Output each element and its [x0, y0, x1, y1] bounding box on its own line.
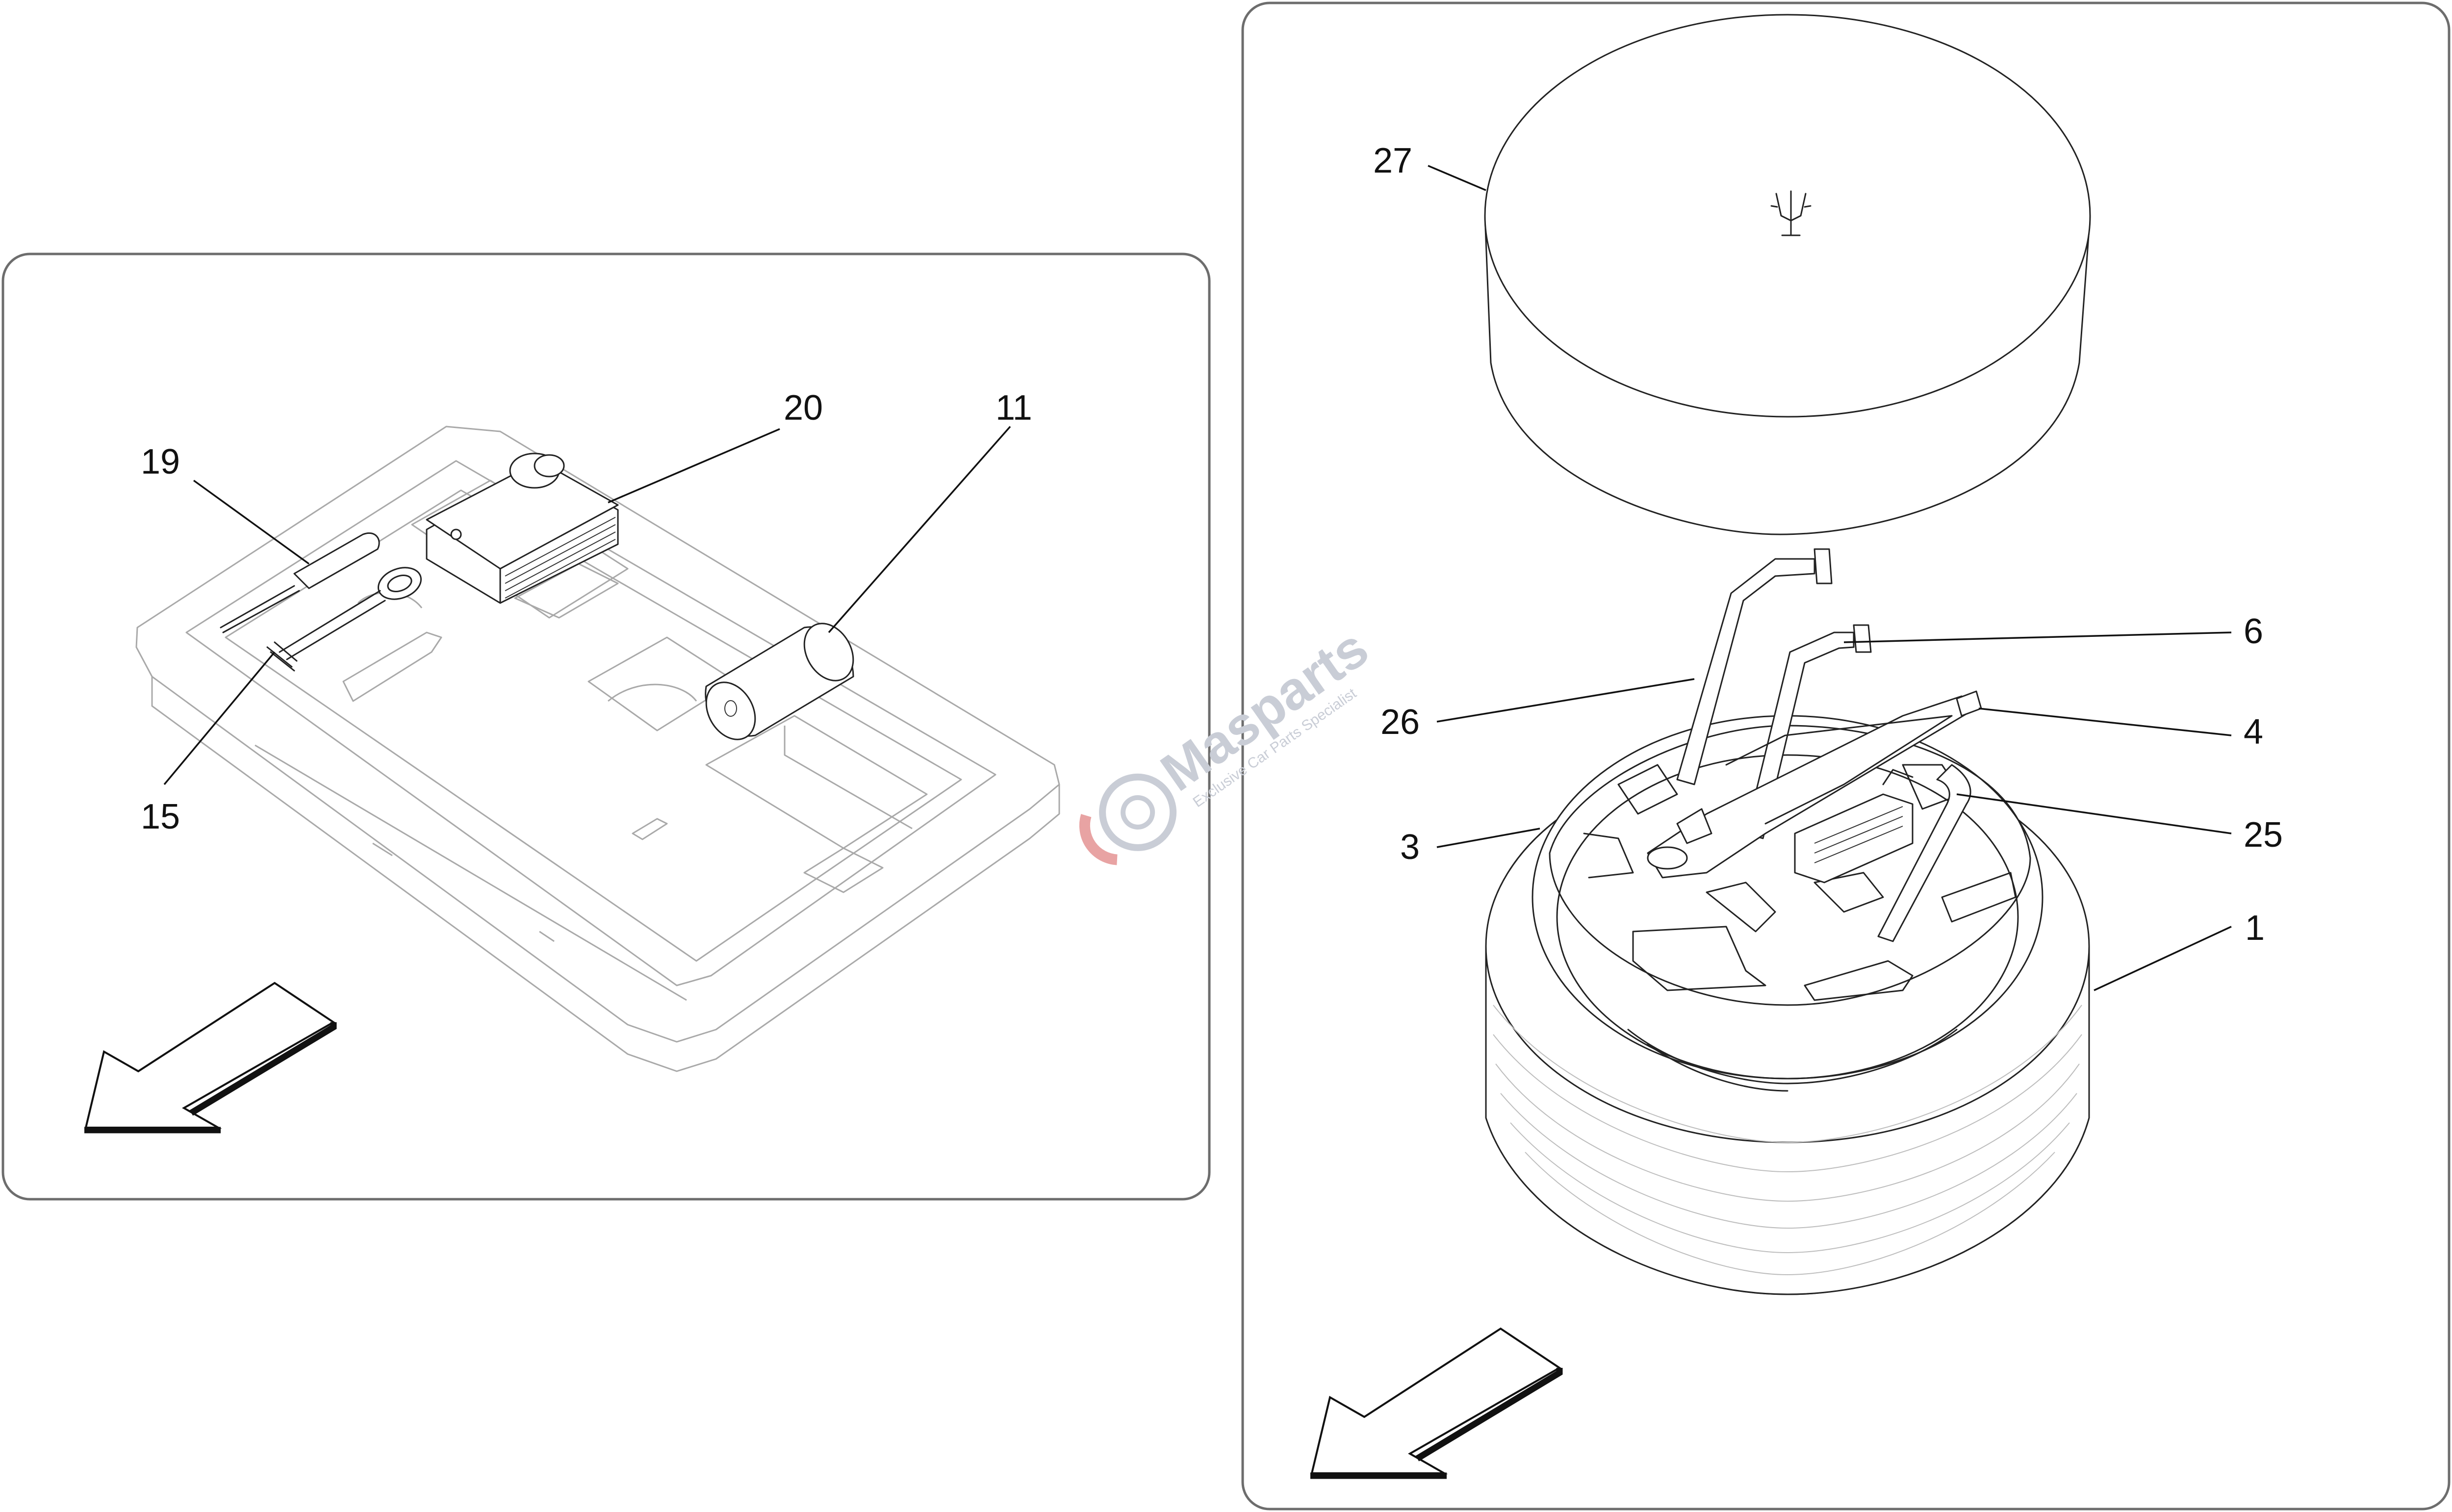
callout-27: 27	[1373, 141, 1412, 180]
callout-19: 19	[141, 442, 180, 481]
spare-wheel-cover	[1484, 14, 2091, 535]
callout-26: 26	[1380, 703, 1420, 742]
towing-eye	[266, 567, 422, 672]
callout-1: 1	[2245, 908, 2265, 948]
callout-3: 3	[1400, 828, 1420, 867]
callout-15: 15	[141, 797, 180, 836]
tool-tray	[135, 426, 1060, 1072]
direction-arrow-left	[84, 982, 337, 1134]
sealant-canister	[705, 623, 854, 740]
left-panel: 19 20 11 15	[1, 252, 1211, 1201]
leader-15	[163, 651, 276, 785]
callout-4: 4	[2244, 712, 2263, 752]
callout-25: 25	[2244, 815, 2283, 855]
leader-3	[1436, 828, 1540, 848]
callout-11: 11	[996, 388, 1032, 428]
callout-20: 20	[784, 388, 823, 428]
right-panel: 27 6 26 4 3 25 1	[1241, 1, 2451, 1511]
leader-19	[193, 479, 310, 565]
leader-26	[1436, 678, 1695, 723]
screwdriver	[220, 532, 380, 633]
leader-27	[1428, 165, 1486, 191]
trident-logo-icon	[1770, 190, 1812, 236]
watermark-gear-icon	[1079, 773, 1177, 865]
direction-arrow-right	[1310, 1327, 1563, 1479]
left-panel-frame	[1, 252, 1211, 1201]
leader-6	[1843, 631, 2232, 643]
callout-6: 6	[2244, 612, 2263, 651]
foam-tray-and-jack	[1549, 548, 2031, 1006]
leader-1	[2094, 926, 2232, 991]
leader-20	[608, 428, 780, 504]
leader-11	[828, 426, 1011, 633]
leader-25	[1956, 793, 2232, 834]
leader-4	[1978, 707, 2232, 736]
compressor-kit	[426, 453, 619, 604]
